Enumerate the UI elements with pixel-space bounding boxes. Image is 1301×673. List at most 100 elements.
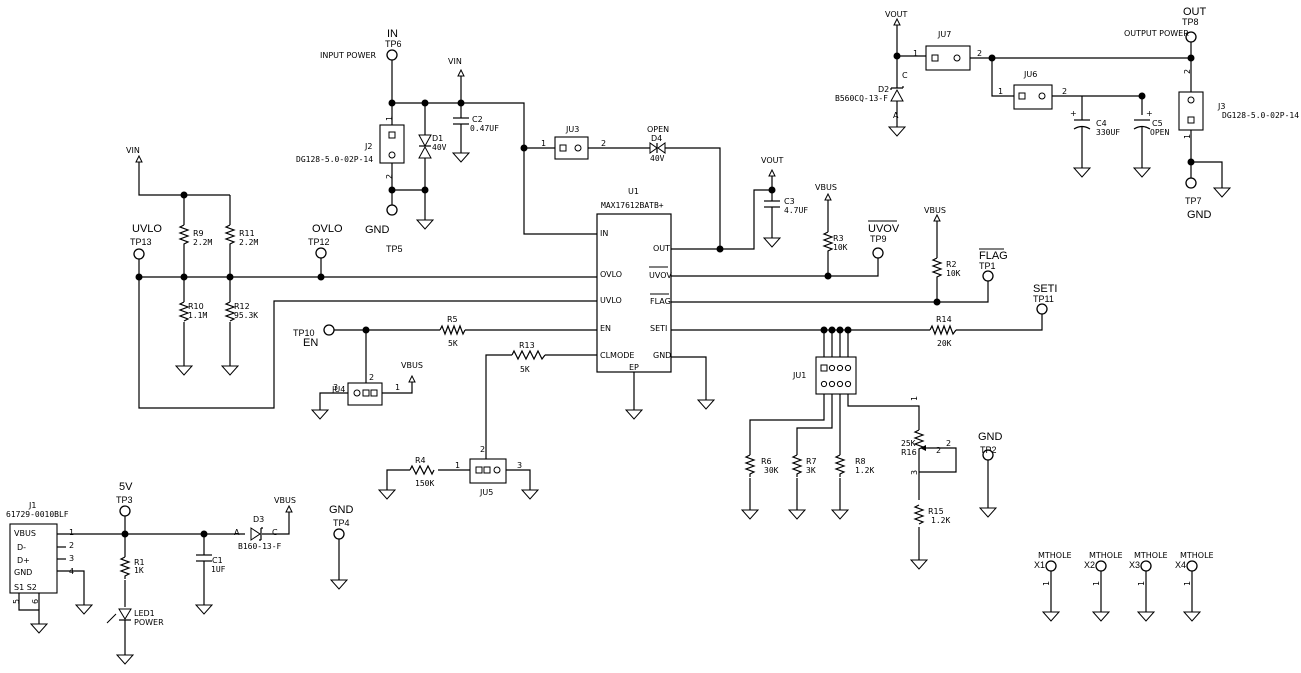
u1-pin-en: EN: [600, 324, 611, 333]
tp10-ring: [323, 324, 335, 336]
ju7-jumper: JU6 1 2: [998, 70, 1067, 110]
d3-cathode: C: [272, 528, 278, 537]
svg-text:1: 1: [395, 383, 400, 392]
x3-ring: [1140, 560, 1152, 572]
d3-anode: A: [234, 528, 240, 537]
tp11-ring: [1036, 303, 1048, 315]
u1-pin-seti: SETI: [650, 324, 667, 333]
tp5-ring: [386, 204, 398, 216]
tp2-label: TP2: [980, 445, 997, 455]
svg-text:1: 1: [541, 139, 546, 148]
vbus-flag-1: VBUS: [815, 183, 837, 192]
x4-val: MTHOLE: [1180, 551, 1214, 560]
r10-val: 1.1M: [188, 311, 207, 320]
c4-ref: C4: [1096, 119, 1107, 128]
ju1-jumper: JU1: [792, 356, 857, 395]
svg-text:D+: D+: [17, 556, 30, 565]
mounting-holes: MTHOLE X1 MTHOLE X2 MTHOLE X3 MTHOLE X4: [1034, 551, 1214, 572]
svg-text:3: 3: [910, 470, 919, 475]
tp11-label: TP11: [1033, 294, 1054, 304]
tp7-gnd-label: GND: [1187, 209, 1212, 221]
svg-text:1: 1: [1183, 134, 1192, 139]
j1-usb-connector: VBUS D- D+ GND S1 S2 1 2 3 4 5 6 J1 6172…: [6, 501, 74, 604]
ju5-jumper: JU4 3 1 2: [331, 373, 400, 406]
r7-body: [791, 454, 803, 477]
x2-ring: [1095, 560, 1107, 572]
d3-schottky: A C D3 B160-13-F: [234, 515, 282, 551]
led1: LED1 POWER: [106, 608, 164, 627]
tp4-gnd-label: GND: [329, 504, 354, 516]
x4-ring: [1186, 560, 1198, 572]
r5-ref: R5: [447, 315, 458, 324]
x1-ref: X1: [1034, 560, 1045, 570]
tp5-label: TP5: [386, 244, 403, 254]
x1-ring: [1045, 560, 1057, 572]
d2-val: B560CQ-13-F: [835, 94, 888, 103]
r1-body: [119, 556, 131, 579]
u1-pin-out: OUT: [653, 244, 670, 253]
d1-tvs: D1 40V: [418, 134, 447, 159]
x3-val: MTHOLE: [1134, 551, 1168, 560]
d3-val: B160-13-F: [238, 542, 282, 551]
svg-text:5: 5: [12, 599, 21, 604]
tp8-label: TP8: [1182, 17, 1199, 27]
svg-text:2: 2: [977, 49, 982, 58]
r15-body: [913, 504, 925, 525]
input-power-label: INPUT POWER: [320, 51, 377, 60]
svg-text:3: 3: [333, 383, 338, 392]
r13-val: 5K: [520, 365, 530, 374]
svg-text:2: 2: [936, 446, 941, 455]
r4-val: 150K: [415, 479, 434, 488]
x2-val: MTHOLE: [1089, 551, 1123, 560]
ground-symbols: [29, 126, 1232, 665]
x2-ref: X2: [1084, 560, 1095, 570]
j2-val: DG128-5.0-02P-14: [296, 155, 373, 164]
ju5-ref: JU4: [331, 385, 345, 394]
r9-body: [178, 224, 190, 247]
tp1-ring: [982, 270, 994, 282]
ju6-jumper: JU7 1 2: [913, 30, 982, 71]
svg-text:2: 2: [1062, 87, 1067, 96]
c5-ref: C5: [1152, 119, 1163, 128]
led1-ref: LED1: [134, 609, 155, 618]
c2-ref: C2: [472, 115, 483, 124]
r15-val: 1.2K: [931, 516, 950, 525]
c2-symbol: C2 0.47UF: [453, 115, 499, 133]
r7-val: 3K: [806, 466, 816, 475]
ju6-ref: JU7: [937, 30, 951, 39]
output-power-label: OUTPUT POWER: [1124, 29, 1189, 38]
u1-part: MAX17612BATB+: [601, 201, 664, 210]
svg-text:1: 1: [1183, 581, 1192, 586]
svg-text:3: 3: [69, 554, 74, 563]
u1-pin-in: IN: [600, 229, 608, 238]
c3-ref: C3: [784, 197, 795, 206]
r16-body: [913, 429, 925, 458]
connectors: J2 DG128-5.0-02P-14 1 2 J3 DG128-5.0-02P…: [6, 69, 1299, 604]
svg-text:2: 2: [946, 439, 951, 448]
tp4-ring: [333, 528, 345, 540]
tp7-label: TP7: [1185, 196, 1202, 206]
u1-pin-ovlo: OVLO: [600, 270, 622, 279]
r3-body: [822, 231, 834, 254]
j2-connector: J2 DG128-5.0-02P-14 1 2: [296, 116, 405, 179]
tp10-label: TP10: [293, 328, 315, 338]
svg-text:1: 1: [1042, 581, 1051, 586]
r7-ref: R7: [806, 457, 817, 466]
tp3-label: TP3: [116, 495, 133, 505]
tp1-label: TP1: [979, 261, 996, 271]
r10-ref: R10: [188, 302, 204, 311]
c1-symbol: C1 1UF: [196, 554, 226, 574]
tp3-ring: [119, 505, 131, 517]
r4-body: [409, 464, 435, 476]
c4-symbol: + C4 330UF: [1070, 109, 1120, 137]
c1-val: 1UF: [211, 565, 226, 574]
r9-ref: R9: [193, 229, 204, 238]
svg-text:2: 2: [480, 445, 485, 454]
tp12-label: TP12: [308, 237, 330, 247]
r2-ref: R2: [946, 260, 957, 269]
diodes: D1 40V OPEN D4 40V C D2 B560CQ-13-F A A …: [106, 71, 908, 627]
tp13-label: TP13: [130, 237, 152, 247]
u1-pin-gnd: GND: [653, 351, 671, 360]
resistors: [119, 224, 957, 579]
tp2-ring: [982, 449, 994, 461]
